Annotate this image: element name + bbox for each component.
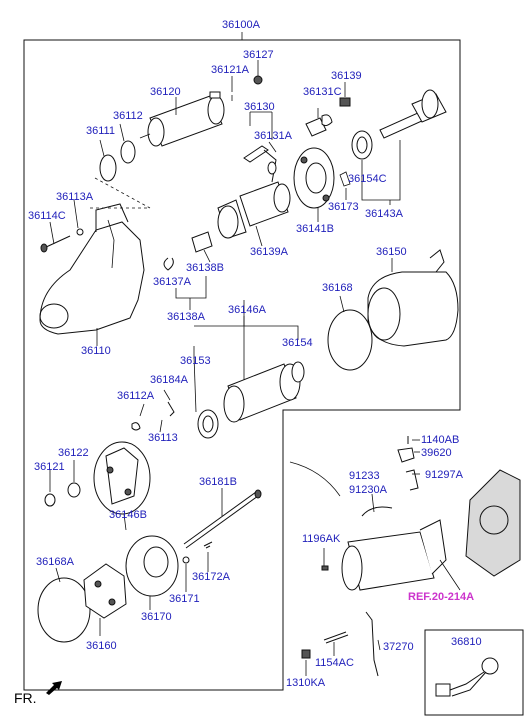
label-1196AK: 1196AK: [302, 533, 341, 545]
label-36168A: 36168A: [36, 556, 74, 568]
end-cover-36170: [125, 535, 179, 597]
pinion-shaft: [351, 89, 447, 160]
label-36100A: 36100A: [222, 19, 260, 31]
bearing-36153: [197, 409, 219, 439]
label-36153: 36153: [180, 355, 211, 367]
label-36127: 36127: [243, 49, 274, 61]
label-36110: 36110: [81, 345, 111, 357]
yoke-36150: [367, 249, 459, 347]
direction-label: FR.: [14, 690, 37, 706]
label-36150: 36150: [376, 246, 407, 258]
label-36131A: 36131A: [254, 130, 292, 142]
starter-installed: [341, 469, 521, 591]
label-36139: 36139: [331, 70, 362, 82]
bearing-36154: [291, 361, 305, 383]
ref-label[interactable]: REF.20-214A: [408, 591, 475, 603]
brush-holder-36146B: [93, 441, 151, 515]
label-36154C: 36154C: [348, 173, 387, 185]
label-36138B: 36138B: [186, 262, 224, 274]
label-36170: 36170: [141, 611, 172, 623]
label-1154AC: 1154AC: [315, 657, 354, 669]
label-36111: 36111: [86, 125, 115, 137]
label-36146B: 36146B: [109, 509, 147, 521]
label-36121: 36121: [34, 461, 65, 473]
label-91233: 91233: [349, 470, 380, 482]
ring-36112: [120, 140, 136, 164]
label-36137A: 36137A: [153, 276, 191, 288]
label-36114C: 36114C: [28, 210, 66, 222]
brush-plate-36160: [83, 563, 127, 619]
label-36121A: 36121A: [211, 64, 249, 76]
harness-36810: [435, 657, 499, 697]
label-36113A: 36113A: [56, 191, 94, 203]
label-36141B: 36141B: [296, 223, 334, 235]
solenoid-36120: [139, 91, 233, 147]
label-1310KA: 1310KA: [286, 677, 326, 689]
housing-36110: [39, 203, 145, 335]
label-36172A: 36172A: [192, 571, 230, 583]
fr-arrow-icon: [46, 681, 62, 695]
label-91230A: 91230A: [349, 484, 387, 496]
label-36112A: 36112A: [117, 390, 155, 402]
label-36131C: 36131C: [303, 86, 342, 98]
ring-36168A: [37, 577, 91, 643]
label-36139A: 36139A: [250, 246, 288, 258]
label-36184A: 36184A: [150, 374, 188, 386]
label-36120: 36120: [150, 86, 181, 98]
armature-36146A: [223, 300, 301, 423]
harness-box: [424, 629, 524, 716]
ring-36168: [327, 309, 373, 371]
gear-assembly-36139A: [217, 161, 291, 239]
label-36130: 36130: [244, 101, 275, 113]
carrier-36141B: [293, 147, 335, 209]
label-1140AB: 1140AB: [421, 434, 460, 446]
label-37270: 37270: [383, 641, 414, 653]
label-36143A: 36143A: [365, 208, 403, 220]
label-36181B: 36181B: [199, 476, 237, 488]
label-91297A: 91297A: [425, 469, 463, 481]
label-36146A: 36146A: [228, 304, 266, 316]
label-36171: 36171: [169, 593, 200, 605]
label-36113: 36113: [148, 432, 178, 444]
label-36154: 36154: [282, 337, 313, 349]
label-36173: 36173: [328, 201, 359, 213]
label-36138A: 36138A: [167, 311, 205, 323]
assembly-frame: [23, 39, 461, 691]
fr-text: FR.: [14, 690, 37, 706]
label-36122: 36122: [58, 447, 89, 459]
label-36168: 36168: [322, 282, 353, 294]
label-36160: 36160: [86, 640, 117, 652]
label-36112: 36112: [113, 110, 143, 122]
ring-36111: [99, 154, 117, 182]
label-39620: 39620: [421, 447, 452, 459]
label-36810: 36810: [451, 636, 482, 648]
